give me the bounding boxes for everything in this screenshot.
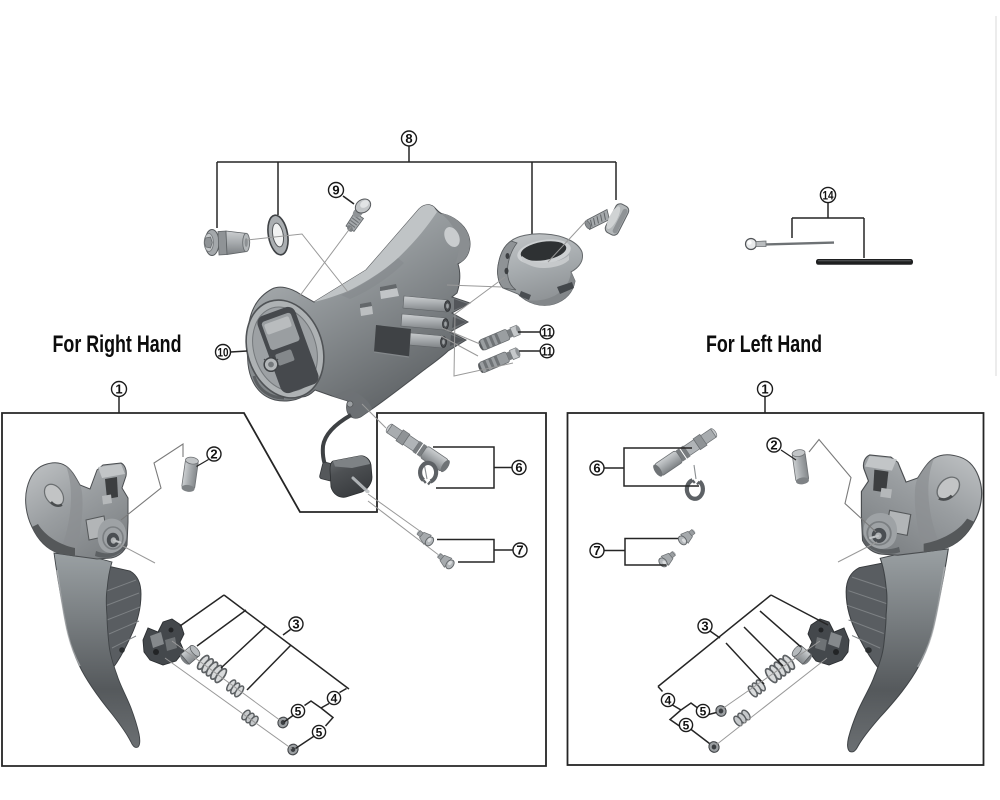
svg-text:8: 8 [405,131,412,146]
svg-text:6: 6 [593,461,600,476]
svg-text:2: 2 [770,438,777,453]
svg-text:10: 10 [218,347,229,359]
svg-text:5: 5 [683,718,690,732]
svg-text:4: 4 [331,691,338,705]
svg-text:6: 6 [515,460,522,475]
svg-text:11: 11 [542,327,554,339]
svg-text:1: 1 [761,382,768,397]
svg-text:7: 7 [593,543,600,558]
svg-text:7: 7 [516,543,523,558]
svg-text:5: 5 [316,725,323,739]
svg-text:4: 4 [665,693,672,707]
svg-text:For Left Hand: For Left Hand [706,331,822,358]
svg-text:14: 14 [823,191,835,203]
svg-text:3: 3 [292,617,299,632]
svg-text:5: 5 [295,704,302,718]
svg-text:2: 2 [210,447,217,462]
svg-text:9: 9 [332,183,339,198]
svg-text:3: 3 [701,619,708,634]
svg-text:1: 1 [115,382,122,397]
svg-text:For Right Hand: For Right Hand [53,331,182,358]
svg-text:11: 11 [542,346,554,358]
svg-text:5: 5 [700,704,707,718]
